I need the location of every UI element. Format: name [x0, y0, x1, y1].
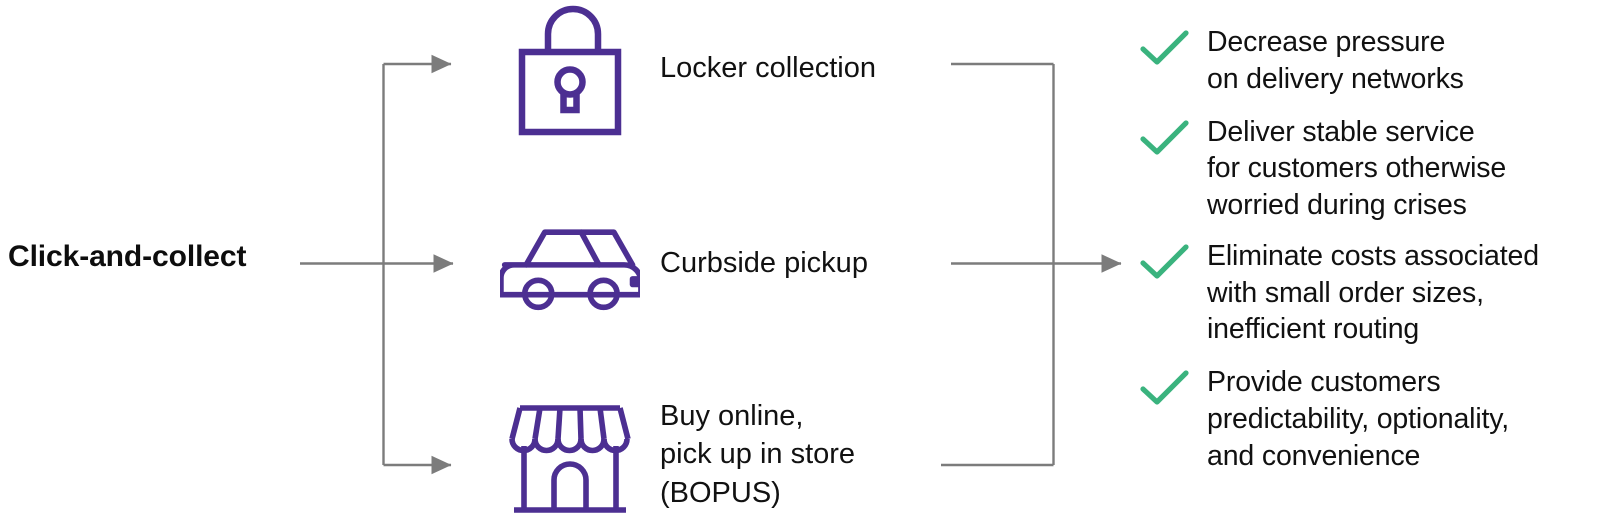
channel-label-bopus: Buy online, pick up in store (BOPUS) — [660, 400, 856, 509]
benefit-text: Deliver stable service for customers oth… — [1207, 115, 1507, 222]
benefit-item: Eliminate costs associated with small or… — [1139, 238, 1605, 348]
storefront-icon — [500, 394, 640, 514]
benefits-list: Decrease pressure on delivery networks D… — [1139, 24, 1605, 474]
benefit-text: Decrease pressure on delivery networks — [1207, 26, 1464, 95]
channel-bopus[interactable]: Buy online, pick up in store (BOPUS) — [500, 385, 855, 522]
check-icon — [1139, 24, 1195, 71]
benefit-item: Decrease pressure on delivery networks — [1139, 24, 1605, 98]
benefit-text: Eliminate costs associated with small or… — [1207, 239, 1539, 346]
check-icon — [1139, 364, 1195, 411]
source-node-label: Click-and-collect — [8, 240, 247, 273]
open-padlock-icon — [500, 2, 640, 138]
channel-locker-collection[interactable]: Locker collection — [500, 0, 876, 140]
check-icon — [1139, 238, 1195, 285]
channel-curbside-pickup[interactable]: Curbside pickup — [500, 200, 868, 326]
check-icon — [1139, 114, 1195, 161]
benefit-text: Provide customers predictability, option… — [1207, 366, 1510, 472]
benefit-item: Provide customers predictability, option… — [1139, 364, 1605, 474]
car-side-icon — [500, 215, 640, 311]
benefit-item: Deliver stable service for customers oth… — [1139, 114, 1605, 224]
channel-label-curbside: Curbside pickup — [660, 246, 868, 279]
channel-label-locker: Locker collection — [660, 51, 876, 84]
